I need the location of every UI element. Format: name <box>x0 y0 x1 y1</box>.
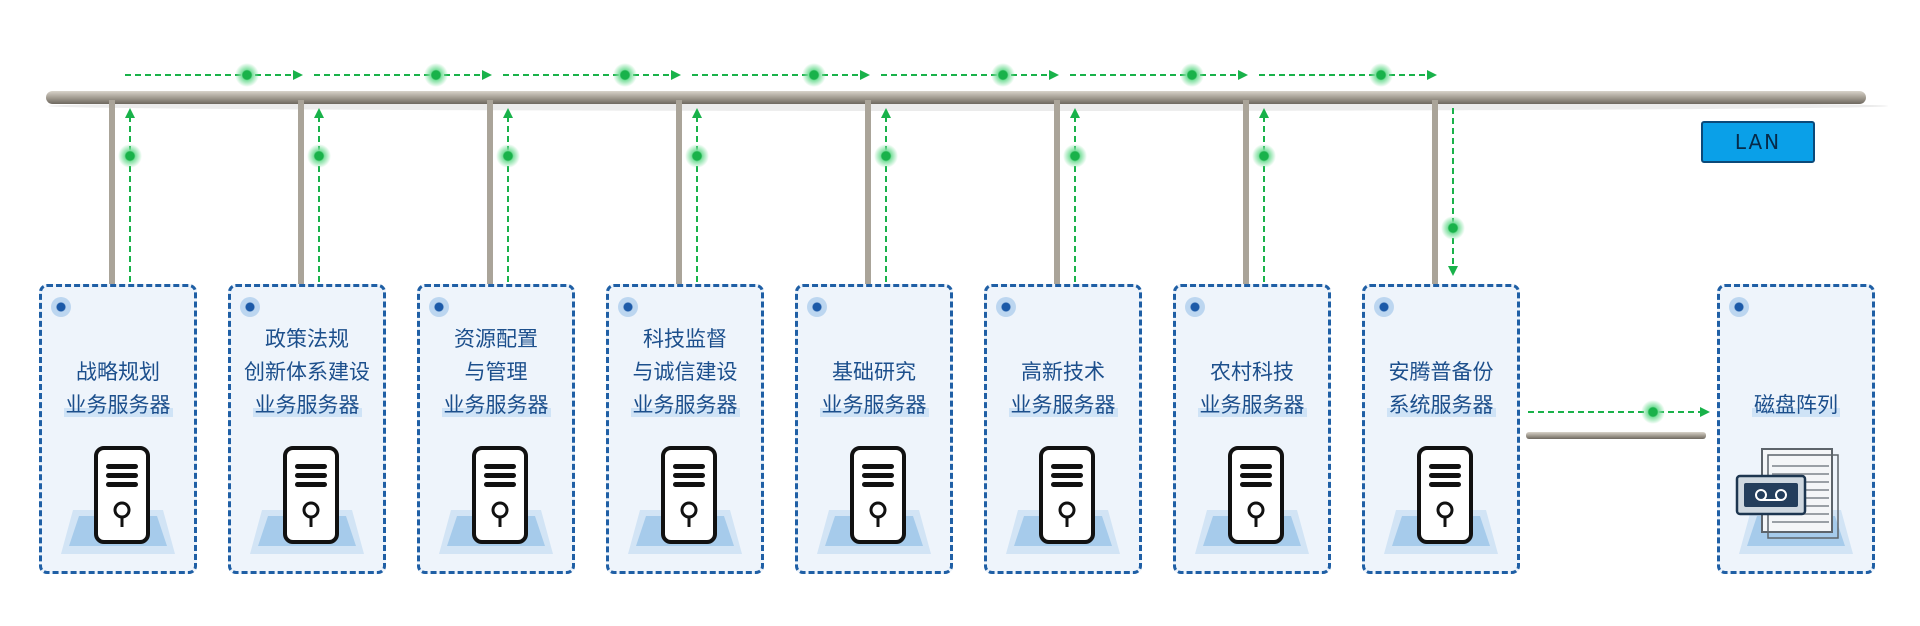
server-label-line3: 业务服务器 <box>630 393 740 417</box>
server-label-line3: 系统服务器 <box>1386 393 1496 417</box>
server-label-line1: 政策法规 <box>265 327 349 351</box>
status-dot <box>996 297 1016 317</box>
flow-dot <box>1369 63 1393 87</box>
drop-link <box>865 100 871 286</box>
server-box-rural-tech: 农村科技 业务服务器 <box>1173 284 1331 574</box>
storage-link <box>1526 432 1706 439</box>
storage-label: 磁盘阵列 <box>1752 393 1840 417</box>
flow-dot <box>1252 144 1276 168</box>
status-dot <box>618 297 638 317</box>
server-box-basic-research: 基础研究 业务服务器 <box>795 284 953 574</box>
flow-dot <box>496 144 520 168</box>
server-icon <box>250 446 364 554</box>
flow-dot <box>1180 63 1204 87</box>
flow-dot <box>1063 144 1087 168</box>
server-icon <box>1384 446 1498 554</box>
server-icon <box>439 446 553 554</box>
drop-link <box>1054 100 1060 286</box>
server-box-resource-allocation: 资源配置 与管理 业务服务器 <box>417 284 575 574</box>
server-icon <box>1195 446 1309 554</box>
drop-link <box>1243 100 1249 286</box>
flow-dot <box>685 144 709 168</box>
flow-dot <box>235 63 259 87</box>
flow-dot <box>1441 216 1465 240</box>
server-icon <box>817 446 931 554</box>
server-label-line2: 农村科技 <box>1210 360 1294 384</box>
status-dot <box>51 297 71 317</box>
server-label-line2: 安腾普备份 <box>1388 360 1494 384</box>
status-dot <box>429 297 449 317</box>
lan-label: LAN <box>1701 121 1815 163</box>
server-label-line3: 业务服务器 <box>441 393 551 417</box>
drop-link <box>676 100 682 286</box>
server-label-line2: 与管理 <box>464 360 528 384</box>
server-box-supervision-integrity: 科技监督 与诚信建设 业务服务器 <box>606 284 764 574</box>
flow-dot <box>991 63 1015 87</box>
server-box-strategic-planning: 战略规划 业务服务器 <box>39 284 197 574</box>
drop-link <box>109 100 115 286</box>
drop-link <box>298 100 304 286</box>
storage-box-disk-array: 磁盘阵列 <box>1717 284 1875 574</box>
flow-dot <box>1641 400 1665 424</box>
server-box-high-tech: 高新技术 业务服务器 <box>984 284 1142 574</box>
status-dot <box>1374 297 1394 317</box>
server-label-line3: 业务服务器 <box>63 393 173 417</box>
status-dot <box>1729 297 1749 317</box>
server-label-line2: 创新体系建设 <box>244 360 370 384</box>
server-label-line2: 与诚信建设 <box>632 360 738 384</box>
server-label-line3: 业务服务器 <box>1008 393 1118 417</box>
flow-dot <box>424 63 448 87</box>
server-box-policy-innovation: 政策法规 创新体系建设 业务服务器 <box>228 284 386 574</box>
drop-link <box>1432 100 1438 286</box>
status-dot <box>1185 297 1205 317</box>
flow-dot <box>613 63 637 87</box>
server-icon <box>628 446 742 554</box>
drop-link <box>487 100 493 286</box>
flow-dot <box>802 63 826 87</box>
status-dot <box>807 297 827 317</box>
server-label-line1: 科技监督 <box>643 327 727 351</box>
flow-dot <box>307 144 331 168</box>
server-label-line3: 业务服务器 <box>1197 393 1307 417</box>
server-label-line2: 高新技术 <box>1021 360 1105 384</box>
server-icon <box>1006 446 1120 554</box>
server-label-line3: 业务服务器 <box>819 393 929 417</box>
status-dot <box>240 297 260 317</box>
server-label-line2: 战略规划 <box>76 360 160 384</box>
server-box-backup-system: 安腾普备份 系统服务器 <box>1362 284 1520 574</box>
flow-dot <box>118 144 142 168</box>
server-icon <box>61 446 175 554</box>
disk-array-icon <box>1735 448 1853 554</box>
server-label-line2: 基础研究 <box>832 360 916 384</box>
server-label-line1: 资源配置 <box>454 327 538 351</box>
lan-bus <box>46 91 1866 104</box>
flow-dot <box>874 144 898 168</box>
server-label-line3: 业务服务器 <box>252 393 362 417</box>
